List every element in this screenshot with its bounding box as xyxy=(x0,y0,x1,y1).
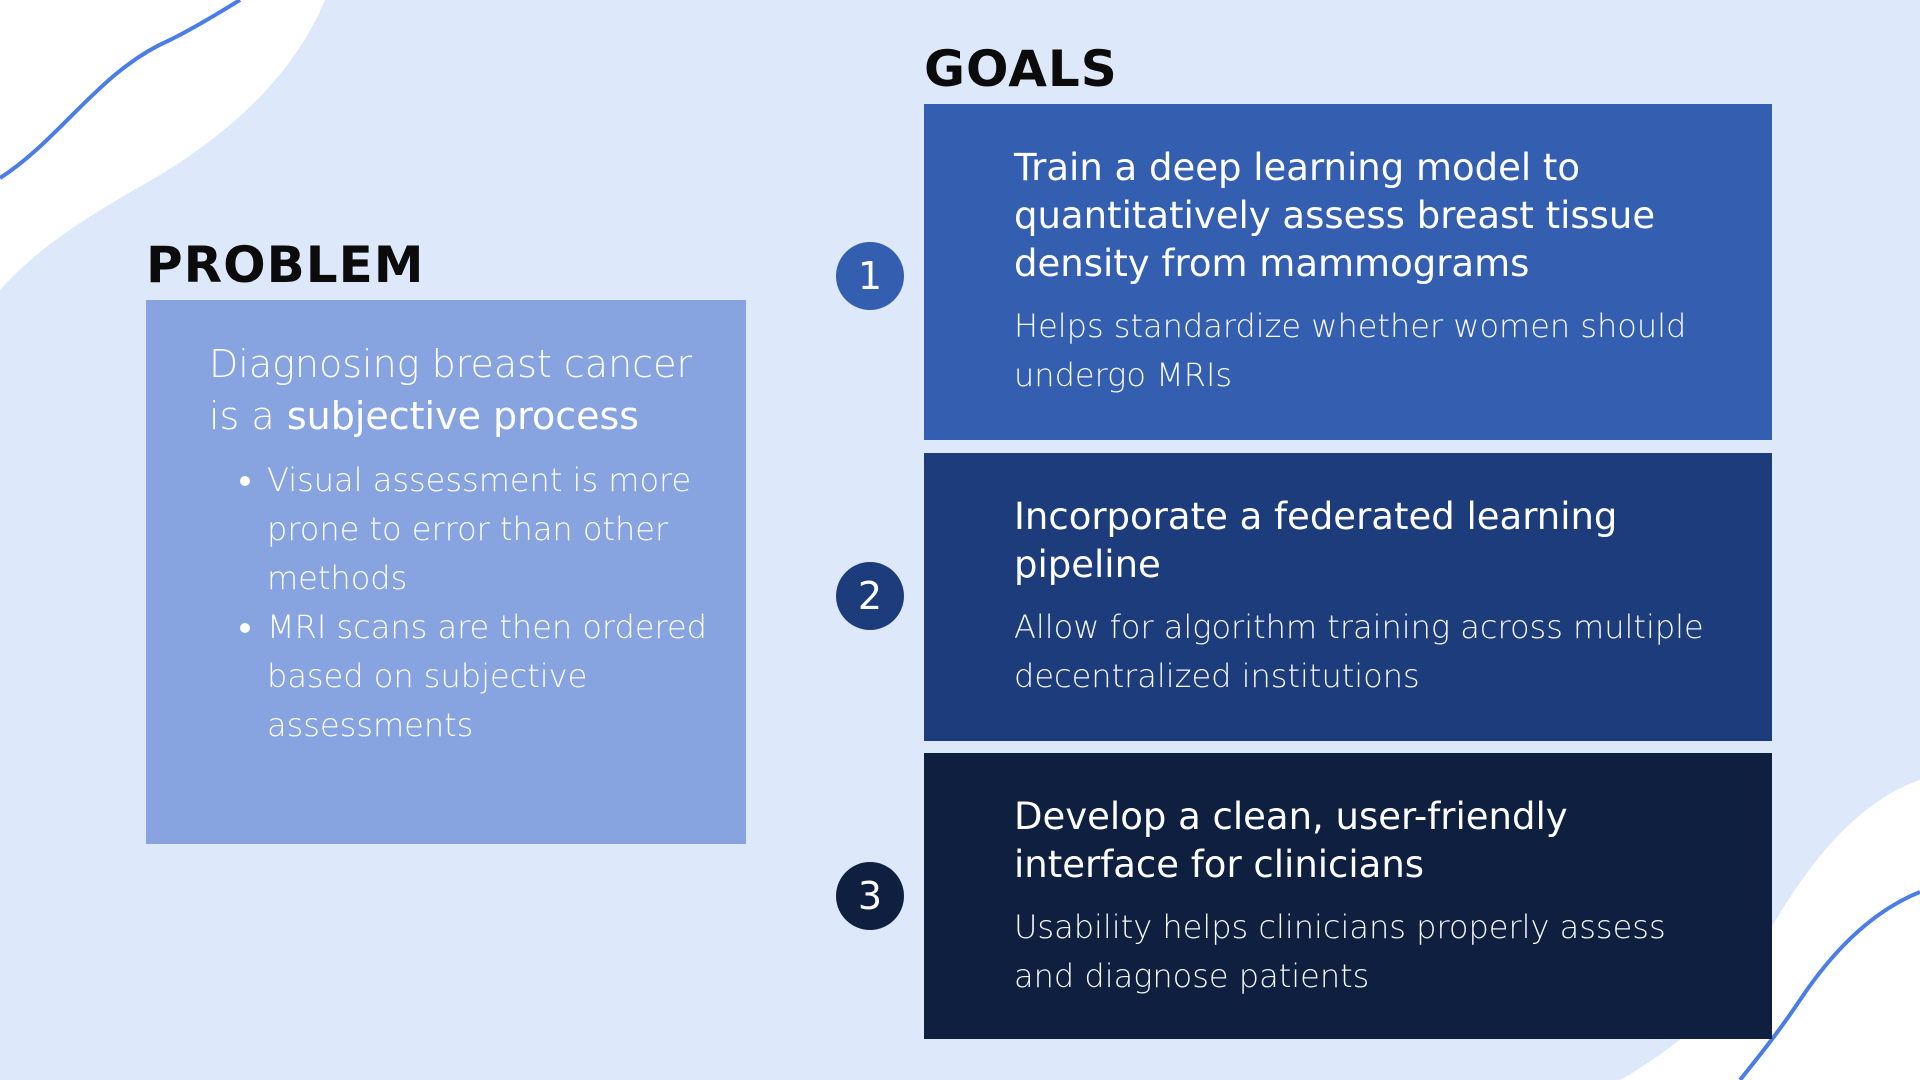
goal-card-1: Train a deep learning model to quantitat… xyxy=(924,104,1772,440)
problem-statement-text: Diagnosing breast cancer is a xyxy=(209,342,693,438)
goal-description: Allow for algorithm training across mult… xyxy=(1014,608,1704,695)
goal-title: Incorporate a federated learning pipelin… xyxy=(1014,495,1618,586)
goal-number-badge-2: 2 xyxy=(836,562,904,630)
bottom-right-wave-line xyxy=(1738,890,1920,1080)
goal-description: Usability helps clinicians properly asse… xyxy=(1014,908,1666,995)
problem-heading: PROBLEM xyxy=(146,236,425,294)
problem-point: Visual assessment is more prone to error… xyxy=(267,456,710,603)
top-left-wave-line xyxy=(0,0,242,180)
goal-title: Train a deep learning model to quantitat… xyxy=(1014,146,1656,285)
goal-number-badge-3: 3 xyxy=(836,862,904,930)
goal-description: Helps standardize whether women should u… xyxy=(1014,307,1687,394)
goal-number-badge-1: 1 xyxy=(836,242,904,310)
problem-statement-emphasis: subjective process xyxy=(286,394,640,438)
problem-points-list: Visual assessment is more prone to error… xyxy=(209,456,710,750)
goal-title: Develop a clean, user-friendly interface… xyxy=(1014,795,1568,886)
goal-card-3: Develop a clean, user-friendly interface… xyxy=(924,753,1772,1039)
top-left-white-blob xyxy=(0,0,325,290)
goals-heading: GOALS xyxy=(924,40,1118,98)
problem-point: MRI scans are then ordered based on subj… xyxy=(267,603,710,750)
problem-statement: Diagnosing breast cancer is a subjective… xyxy=(209,338,710,442)
goal-card-2: Incorporate a federated learning pipelin… xyxy=(924,453,1772,741)
problem-box: Diagnosing breast cancer is a subjective… xyxy=(146,300,746,844)
